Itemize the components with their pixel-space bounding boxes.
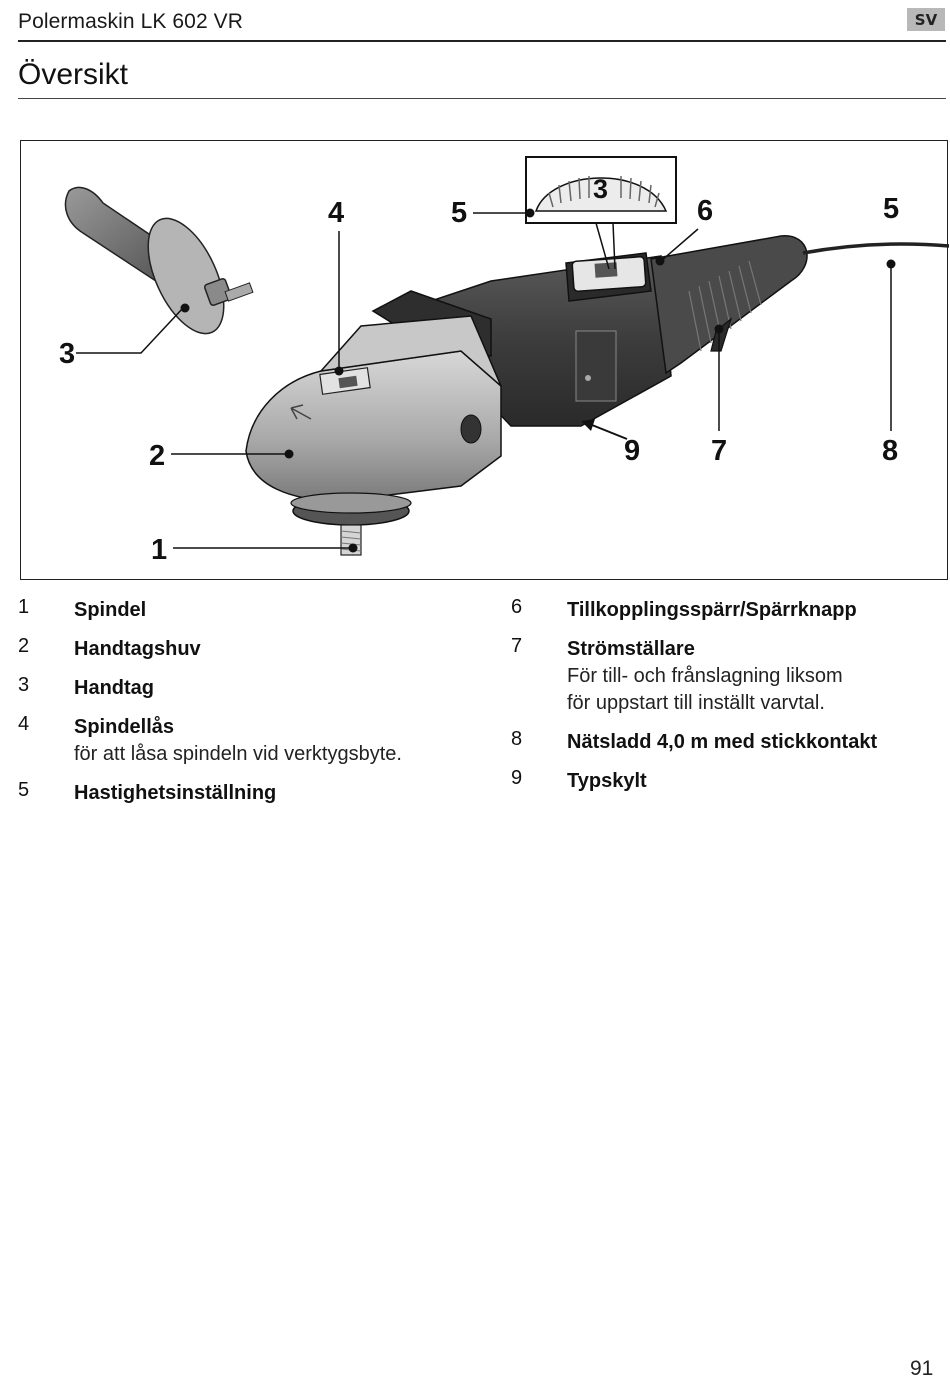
legend-label: Nätsladd 4,0 m med stickkontakt	[567, 731, 878, 753]
legend-label: Handtag	[74, 677, 154, 699]
leader-lines	[76, 212, 892, 549]
gear-head	[245, 315, 502, 556]
language-badge: SV	[907, 8, 945, 31]
legend-item: 3 Handtag	[18, 674, 478, 702]
legend-number: 3	[18, 674, 30, 696]
legend-item: 6 Tillkopplingsspärr/Spärrknapp	[511, 596, 936, 624]
callout-3: 3	[59, 338, 76, 370]
section-title: Översikt	[18, 58, 129, 91]
legend-label: Handtagshuv	[74, 638, 201, 660]
legend-left-column: 1 Spindel 2 Handtagshuv 3 Handtag 4 Spin…	[18, 596, 478, 818]
callout-2: 2	[149, 440, 166, 472]
legend-number: 7	[511, 635, 523, 657]
legend-right-column: 6 Tillkopplingsspärr/Spärrknapp 7 Ströms…	[511, 596, 936, 806]
callout-6: 6	[697, 195, 714, 227]
side-handle	[64, 186, 254, 335]
speed-dial	[571, 256, 647, 292]
legend-label: Spindellås	[74, 716, 175, 738]
legend-number: 1	[18, 596, 30, 618]
legend-item: 8 Nätsladd 4,0 m med stickkontakt	[511, 728, 936, 756]
section-rule	[18, 98, 946, 99]
legend-number: 9	[511, 767, 523, 789]
polisher-illustration: 3	[64, 156, 949, 556]
legend-label: Typskylt	[567, 770, 647, 792]
legend-description: för att låsa spindeln vid verktygsbyte.	[74, 743, 402, 765]
inset-label: 3	[593, 174, 608, 204]
callout-7: 7	[711, 435, 728, 467]
legend-number: 2	[18, 635, 30, 657]
document-header-title: Polermaskin LK 602 VR	[18, 10, 244, 33]
callout-5-dial: 5	[451, 197, 468, 229]
callout-8: 8	[882, 435, 899, 467]
legend-label: Strömställare	[567, 638, 695, 660]
legend-label: Hastighetsinställning	[74, 782, 277, 804]
legend-item: 9 Typskylt	[511, 767, 936, 795]
nameplate-arrow	[581, 419, 628, 440]
overview-figure: 3	[20, 140, 949, 580]
power-cord	[802, 242, 949, 255]
legend-number: 6	[511, 596, 523, 618]
legend-label: Tillkopplingsspärr/Spärrknapp	[567, 599, 857, 621]
dial-inset: 3	[525, 156, 677, 270]
callout-9: 9	[624, 435, 641, 467]
legend-item: 1 Spindel	[18, 596, 478, 624]
legend-item: 4 Spindellås för att låsa spindeln vid v…	[18, 713, 478, 768]
legend-number: 5	[18, 779, 30, 801]
legend-number: 8	[511, 728, 523, 750]
legend-item: 7 Strömställare För till- och frånslagni…	[511, 635, 936, 717]
legend-number: 4	[18, 713, 30, 735]
legend-label: Spindel	[74, 599, 147, 621]
callout-4: 4	[328, 197, 345, 229]
callout-5-right: 5	[883, 193, 900, 225]
leader-dots	[180, 208, 896, 553]
page-number: 91	[910, 1357, 934, 1380]
header-rule	[18, 40, 946, 42]
legend-description: För till- och frånslagning liksom för up…	[567, 665, 843, 714]
callout-1: 1	[151, 534, 168, 566]
legend-item: 5 Hastighetsinställning	[18, 779, 478, 807]
legend-item: 2 Handtagshuv	[18, 635, 478, 663]
